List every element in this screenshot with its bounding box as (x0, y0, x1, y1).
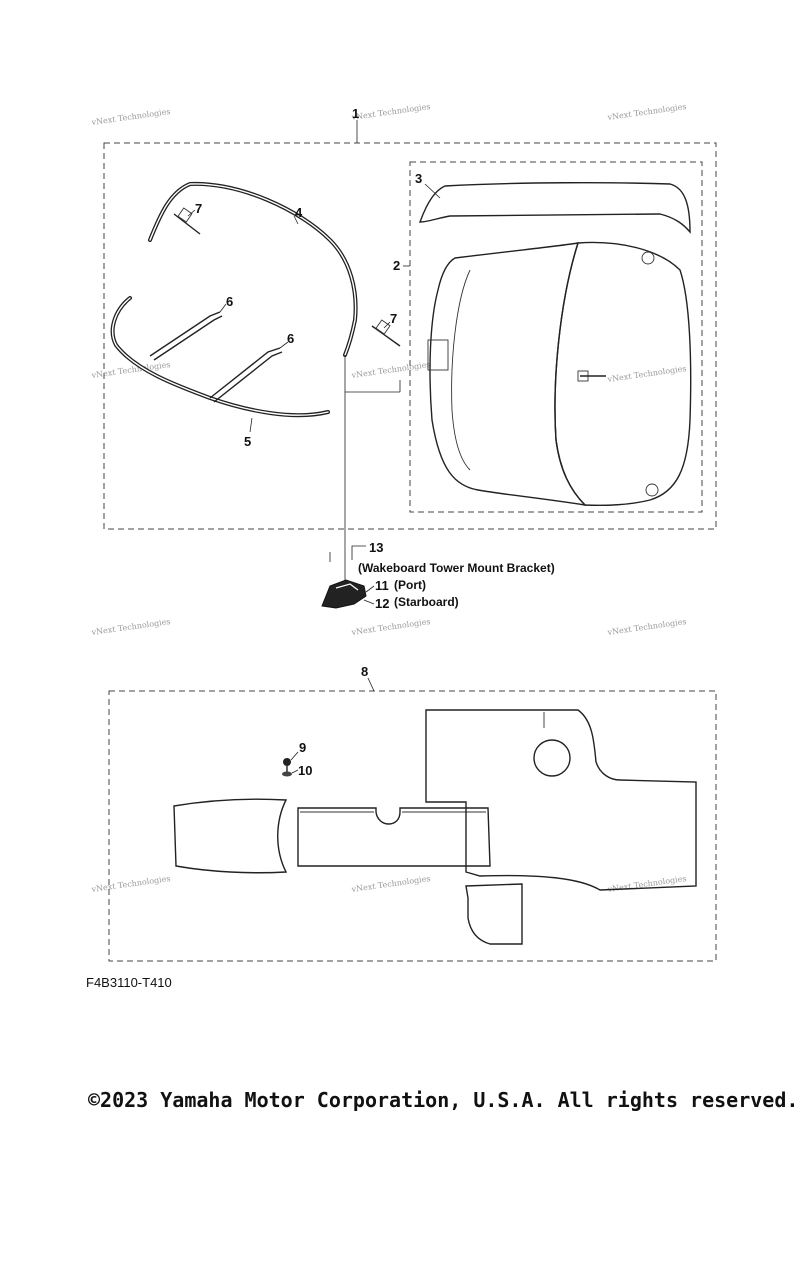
watermark: vNext Technologies (90, 107, 171, 127)
leader-7b (383, 321, 391, 329)
callout-12: 12 (375, 596, 389, 611)
callout-1: 1 (352, 106, 359, 121)
assembly-2-outline (409, 161, 703, 513)
leader-6a (219, 303, 227, 313)
callout-8: 8 (361, 664, 368, 679)
watermark: vNext Technologies (350, 874, 431, 894)
hinge-left-pin (173, 213, 201, 235)
support-strut-upper (149, 311, 221, 357)
canopy-fabric (427, 241, 692, 507)
main-frame-rail-highlight (149, 183, 357, 356)
step-mat (465, 883, 523, 945)
mount-bracket-highlight (335, 583, 359, 591)
parts-diagram: vNext Technologies vNext Technologies vN… (90, 102, 717, 962)
hinge-left-block (177, 207, 193, 223)
watermark: vNext Technologies (606, 874, 687, 894)
washer (282, 771, 292, 777)
watermark: vNext Technologies (90, 874, 171, 894)
canopy-right-panel (554, 241, 692, 507)
canopy-buckle (577, 370, 589, 382)
screw-head (283, 758, 291, 766)
rear-frame (110, 296, 330, 418)
callout-5: 5 (244, 434, 251, 449)
watermark: vNext Technologies (606, 102, 687, 122)
canopy-grommet-top (641, 251, 655, 265)
bimini-top-assembly: 1 2 3 4 5 (103, 106, 717, 530)
copyright-notice: ©2023 Yamaha Motor Corporation, U.S.A. A… (88, 1088, 798, 1112)
leader-3 (424, 183, 441, 199)
hinge-right-block (375, 319, 391, 335)
mat-set-assembly: 8 9 10 (108, 664, 717, 962)
leader-5 (249, 417, 253, 433)
diagram-code: F4B3110-T410 (86, 975, 172, 990)
watermark: vNext Technologies (606, 617, 687, 637)
mount-bracket-group: 13 (Wakeboard Tower Mount Bracket) 11 (P… (321, 355, 555, 611)
canopy-inner-seam (451, 269, 471, 471)
support-strut-lower-edge (213, 351, 283, 403)
cover-boot (419, 181, 691, 234)
callout-12-description: (Starboard) (394, 595, 459, 609)
canopy-zip-panel (427, 339, 449, 371)
forward-mat (425, 709, 697, 891)
callout-2: 2 (393, 258, 400, 273)
callout-6b: 6 (287, 331, 294, 346)
leader-10 (291, 769, 299, 774)
leader-6b (279, 341, 289, 349)
main-frame-rail (148, 181, 358, 357)
leader-9 (290, 751, 299, 761)
main-frame (148, 181, 358, 357)
callout-7a: 7 (195, 201, 202, 216)
watermark: vNext Technologies (350, 617, 431, 637)
watermark: vNext Technologies (606, 364, 687, 384)
callout-3: 3 (415, 171, 422, 186)
leader-7a (187, 209, 196, 217)
callout-10: 10 (298, 763, 312, 778)
callout-13: 13 (369, 540, 383, 555)
support-strut-upper-edge (153, 315, 223, 361)
hinge-fitting-left (173, 207, 201, 235)
watermark: vNext Technologies (90, 617, 171, 637)
leader-12 (363, 599, 375, 605)
mount-bracket (321, 579, 367, 609)
callout-4: 4 (295, 205, 303, 220)
rear-frame-rail-highlight (112, 297, 329, 416)
leader-13 (351, 545, 366, 560)
leader-4 (293, 215, 299, 225)
support-strut-lower (209, 347, 281, 399)
leader-11 (365, 585, 375, 593)
leader-8 (367, 677, 375, 692)
assembly-1-outline (103, 142, 717, 530)
callout-9: 9 (299, 740, 306, 755)
stern-mat (173, 798, 288, 874)
assembly-8-outline (108, 690, 717, 962)
watermark: vNext Technologies (350, 102, 431, 122)
middle-mat (297, 807, 491, 867)
hinge-right-pin (371, 325, 401, 347)
watermark: vNext Technologies (350, 360, 431, 380)
callout-13-description: (Wakeboard Tower Mount Bracket) (358, 561, 555, 575)
forward-mat-cutout (533, 739, 571, 777)
callout-11-description: (Port) (394, 578, 426, 592)
hinge-fitting-right (371, 319, 401, 347)
callout-7b: 7 (390, 311, 397, 326)
watermarks: vNext Technologies vNext Technologies vN… (90, 102, 687, 894)
canopy-grommet-bottom (645, 483, 659, 497)
callout-6a: 6 (226, 294, 233, 309)
callout-11: 11 (375, 578, 389, 593)
